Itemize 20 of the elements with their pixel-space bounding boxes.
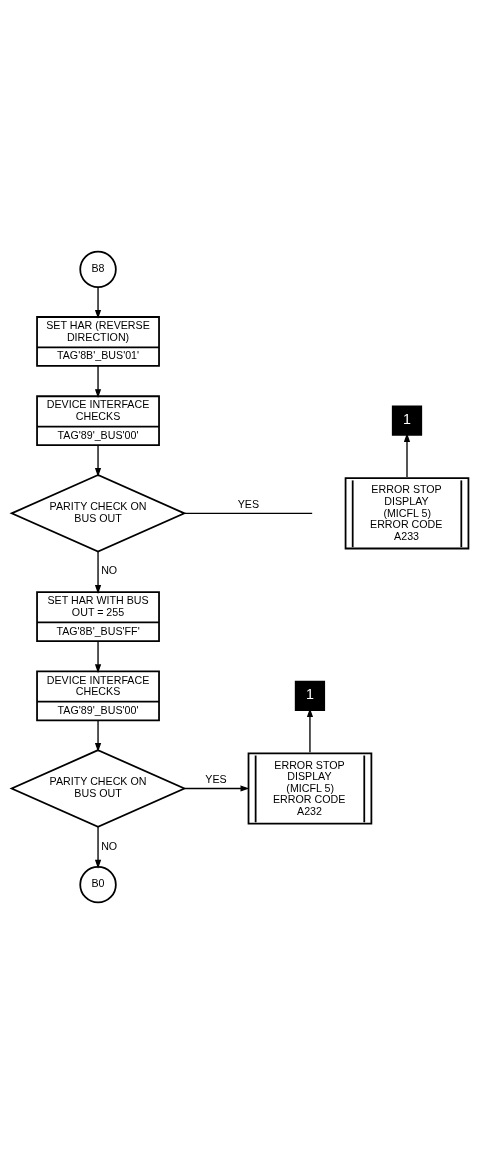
arrow: [94, 825, 102, 869]
arrow: [94, 286, 102, 319]
arrow: [94, 550, 102, 594]
edge-label: YES: [237, 497, 260, 510]
node-box: 1: [391, 405, 423, 436]
edge-label: NO: [101, 563, 118, 576]
arrow: [183, 784, 250, 792]
edge-label: YES: [205, 772, 227, 785]
edge-label: NO: [101, 839, 118, 852]
arrow: [94, 640, 102, 673]
arrow: [94, 719, 102, 752]
node-box: 1: [294, 680, 326, 711]
arrow: [94, 444, 102, 477]
arrow: [403, 432, 411, 478]
node-diamond: PARITY CHECK ON BUS OUT: [9, 473, 187, 553]
node-circle: B8: [79, 250, 117, 288]
connector: [184, 512, 313, 514]
node-circle: B0: [79, 865, 117, 903]
node-diamond: PARITY CHECK ON BUS OUT: [9, 748, 187, 828]
arrow: [94, 364, 102, 398]
